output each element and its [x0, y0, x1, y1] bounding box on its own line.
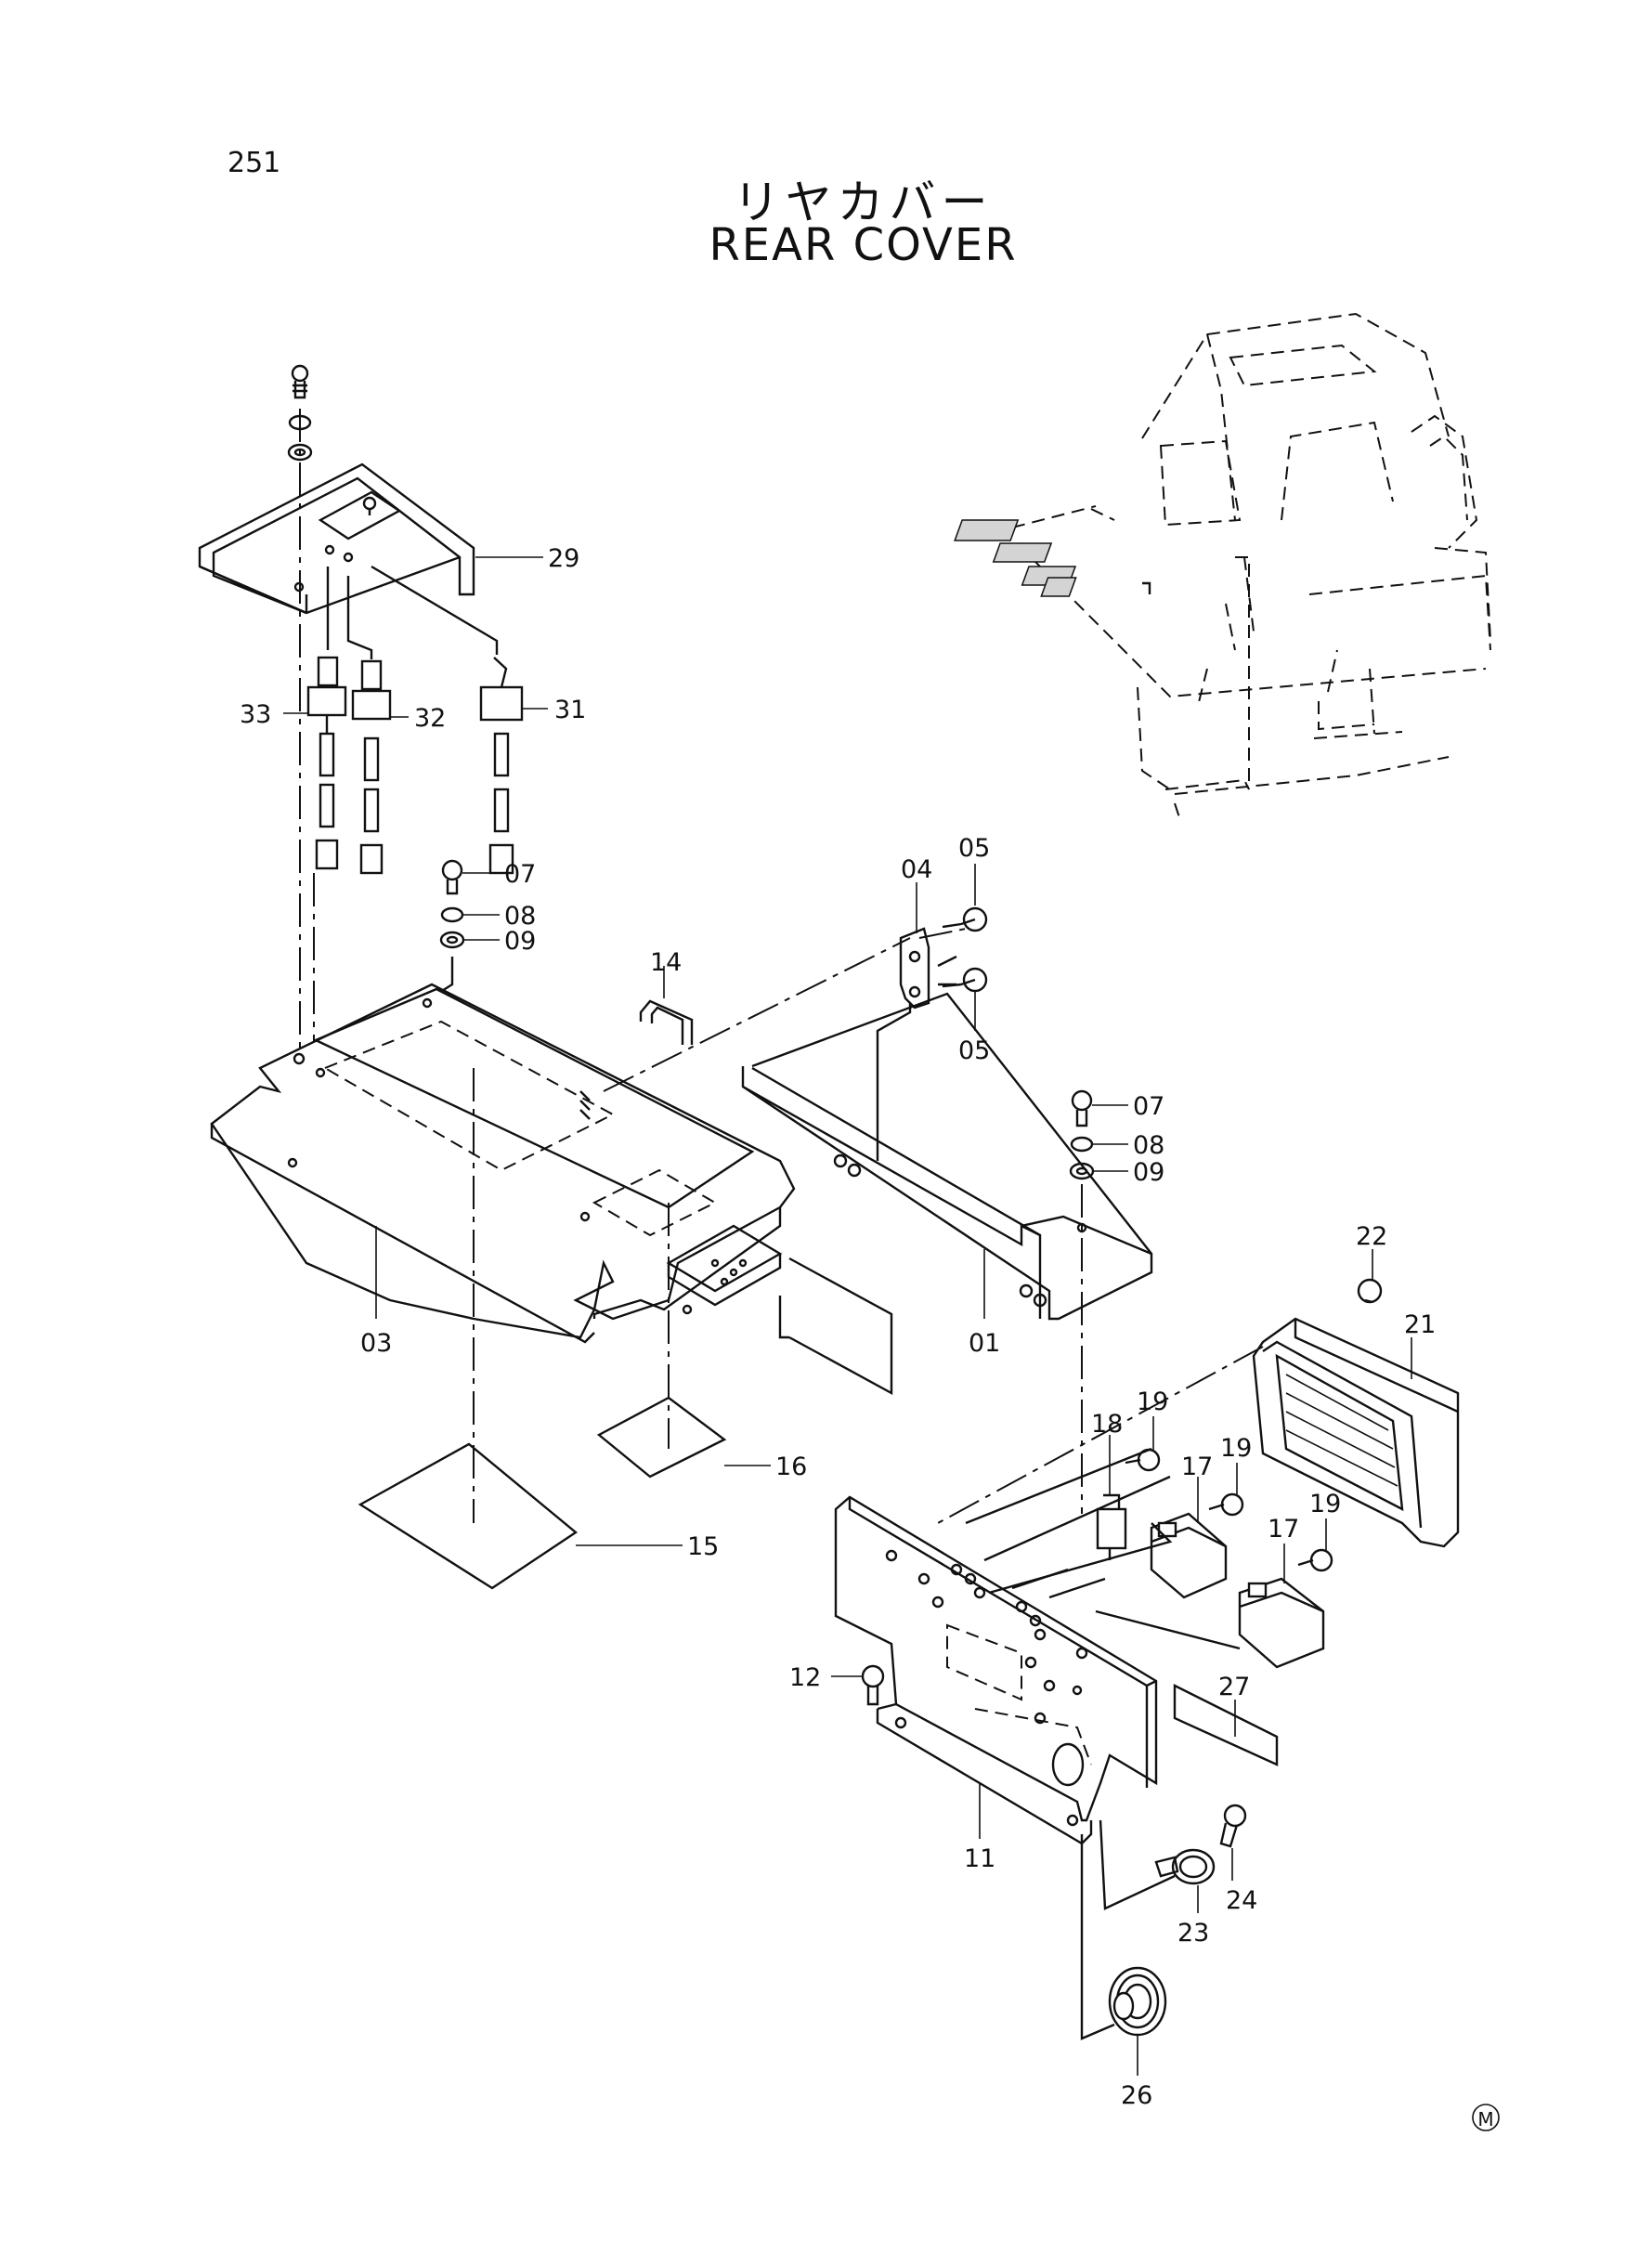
bolt-stack-07-08-09-right	[1069, 1089, 1095, 1514]
switch-32	[346, 576, 392, 875]
switch-17-upper	[1150, 1512, 1228, 1599]
bolt-12	[861, 1664, 885, 1706]
callout-22: 22	[1356, 1222, 1387, 1251]
handle-14	[639, 966, 694, 1045]
callout-16: 16	[775, 1453, 807, 1481]
panel-29	[198, 463, 475, 615]
label-27	[1173, 1684, 1279, 1766]
grommet-26	[1080, 1834, 1167, 2040]
callout-19-a: 19	[1137, 1388, 1168, 1416]
callout-18: 18	[1091, 1410, 1123, 1439]
corner-mark: M	[1472, 2104, 1500, 2131]
callout-27: 27	[1218, 1673, 1250, 1701]
callout-32: 32	[414, 704, 446, 733]
callout-08-left: 08	[504, 902, 536, 931]
callout-05-top: 05	[958, 834, 990, 863]
clamp-23	[1099, 1819, 1216, 1910]
callout-26: 26	[1121, 2081, 1152, 2110]
callout-07-left: 07	[504, 860, 536, 889]
sheet-15	[358, 1068, 579, 1590]
callout-07-right: 07	[1133, 1092, 1164, 1121]
callout-19-c: 19	[1309, 1490, 1341, 1518]
callout-29: 29	[548, 544, 579, 573]
callout-04: 04	[901, 855, 932, 884]
callout-17-lower: 17	[1268, 1515, 1299, 1544]
callout-33: 33	[240, 700, 271, 729]
connector-18	[1096, 1493, 1127, 1560]
title-english: REAR COVER	[709, 219, 1018, 271]
sheet-16	[596, 1203, 727, 1479]
lamp-21	[937, 1278, 1460, 1548]
callout-09-right: 09	[1133, 1158, 1164, 1187]
callout-19-b: 19	[1220, 1434, 1252, 1463]
switch-31	[371, 565, 524, 875]
callouts: 29 33 32 31 07 08 09 04 05 05 14 03 01 0…	[240, 544, 1436, 2110]
bolt-24	[1219, 1804, 1247, 1848]
callout-15: 15	[687, 1532, 719, 1561]
callout-08-right: 08	[1133, 1131, 1164, 1160]
machine-location-inset	[954, 312, 1491, 818]
callout-09-left: 09	[504, 927, 536, 956]
latch-04	[603, 906, 988, 1092]
callout-12: 12	[789, 1663, 821, 1692]
title-japanese: リヤカバー	[733, 176, 994, 229]
callout-31: 31	[554, 696, 586, 724]
corner-mark-letter: M	[1477, 2108, 1493, 2130]
plate-03	[210, 983, 893, 1396]
page-number: 251	[228, 147, 281, 179]
callout-21: 21	[1404, 1310, 1436, 1339]
callout-01: 01	[969, 1329, 1000, 1358]
switch-33	[306, 567, 347, 1077]
callout-14: 14	[650, 948, 682, 977]
bracket-11	[834, 1447, 1241, 1845]
callout-11: 11	[964, 1844, 995, 1873]
switch-17-lower	[1238, 1577, 1325, 1669]
callout-23: 23	[1177, 1919, 1209, 1948]
callout-03: 03	[360, 1329, 392, 1358]
callout-05-bottom: 05	[958, 1036, 990, 1065]
bolt-stack-top	[287, 364, 313, 1077]
cover-01	[741, 992, 1153, 1321]
callout-17-upper: 17	[1181, 1453, 1213, 1481]
callout-24: 24	[1226, 1886, 1257, 1915]
